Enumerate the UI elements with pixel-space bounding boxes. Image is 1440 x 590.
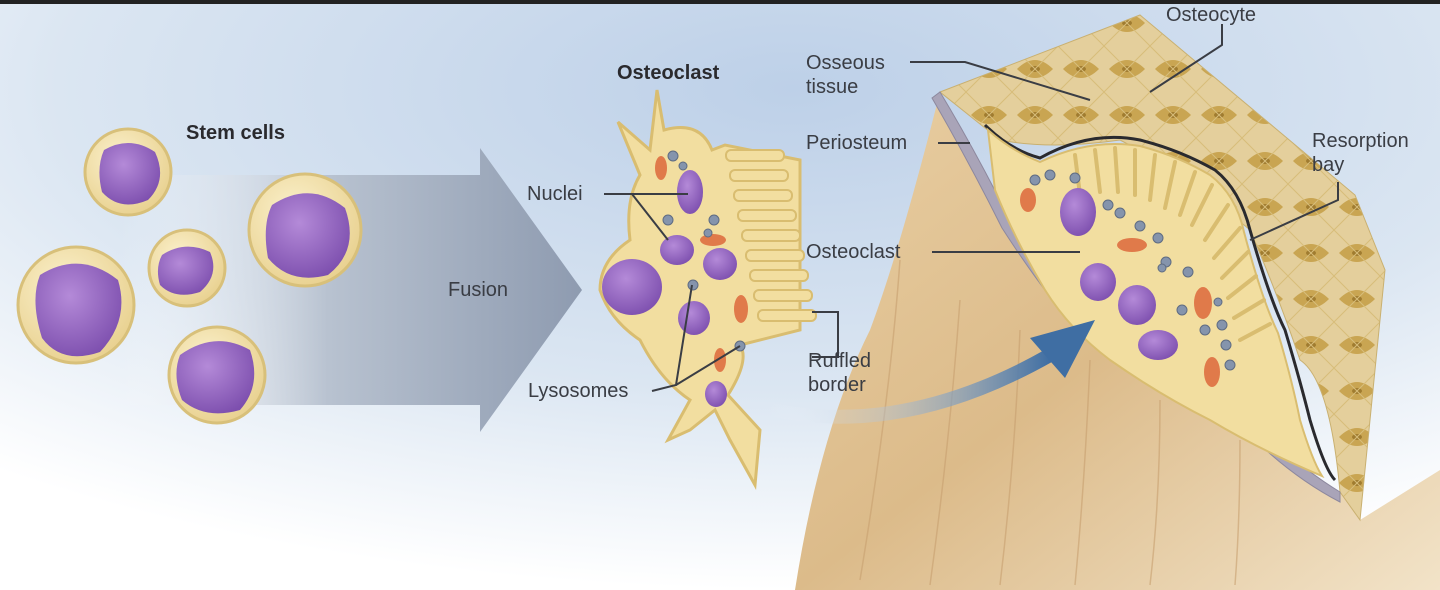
stem-cell [167, 325, 267, 425]
curved-arrow [758, 320, 1095, 424]
stem-cell [147, 228, 227, 308]
fusion-label: Fusion [448, 279, 509, 301]
osteoclast-nuclei [602, 170, 737, 407]
osseous-tissue-label: Osseous tissue [806, 52, 885, 98]
nuclei-label: Nuclei [527, 183, 583, 205]
ruffled-border-fingers [725, 149, 817, 322]
stem-cell [16, 245, 136, 365]
osteoclast-title-label: Osteoclast [617, 62, 720, 84]
stem-cell [247, 172, 363, 288]
resorption-bay-label: Resorption bay [1312, 130, 1409, 176]
stem-cells-label: Stem cells [186, 122, 285, 144]
bone-section [795, 14, 1440, 590]
lysosomes-label: Lysosomes [528, 380, 629, 402]
leader-lines [604, 24, 1339, 392]
osteoclast-mitochondria [655, 156, 748, 372]
osteoclast-cell [598, 89, 817, 490]
periosteum-label: Periosteum [806, 132, 908, 154]
ruffled-border-label: Ruffled border [808, 350, 872, 396]
stem-cell [83, 127, 173, 217]
osteocyte-label: Osteocyte [1166, 4, 1257, 26]
stem-cells-group [16, 127, 363, 425]
osteoclast-bone-label: Osteoclast [806, 241, 901, 263]
osteoclast-lysosomes [662, 150, 746, 352]
